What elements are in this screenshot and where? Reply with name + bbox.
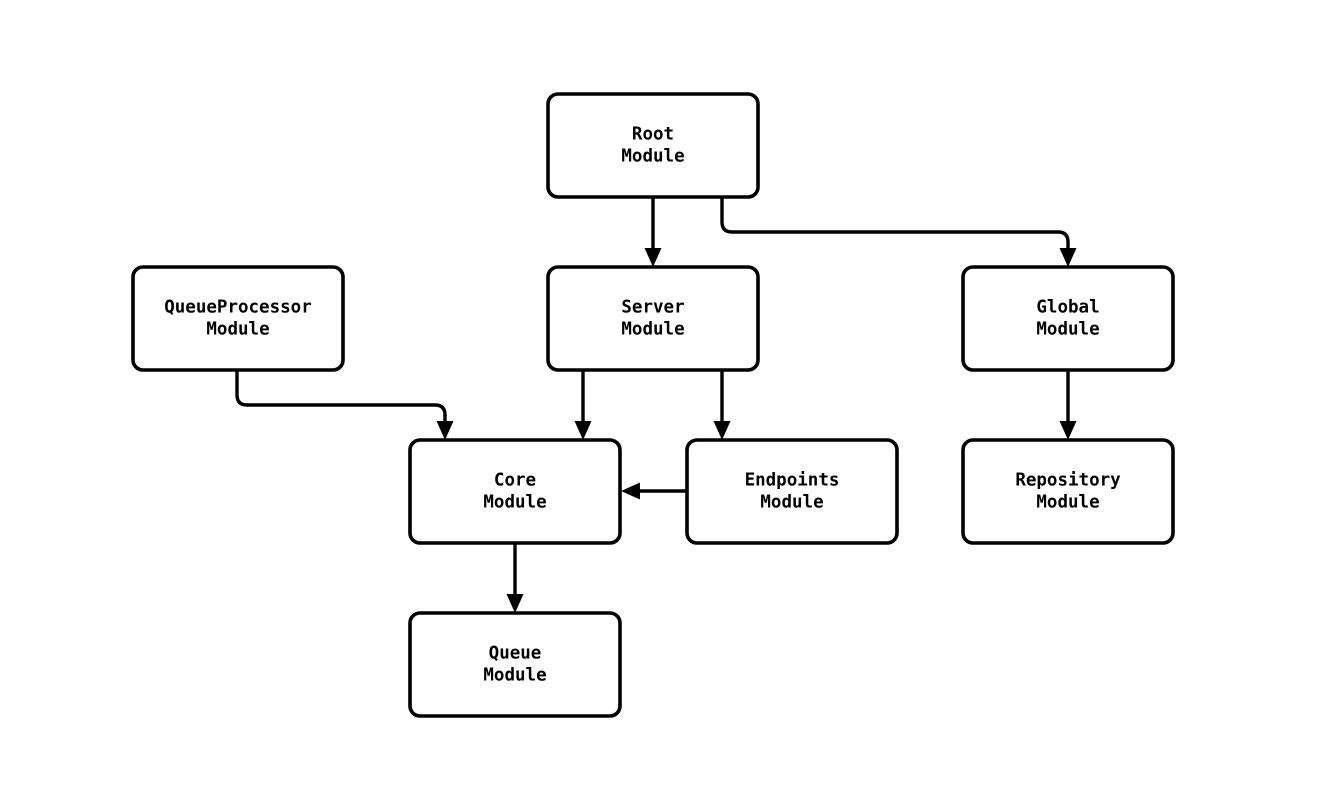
node-box-server[interactable]: [546, 265, 760, 372]
node-box-repository[interactable]: [961, 438, 1175, 545]
edge-queueprocessor-to-core: [235, 370, 454, 440]
edge-root-to-global: [720, 197, 1077, 267]
node-box-endpoints[interactable]: [685, 438, 899, 545]
node-label-line2-endpoints: Module: [760, 493, 823, 513]
node-box-global[interactable]: [961, 265, 1175, 372]
node-label-line1-queue: Queue: [489, 644, 542, 664]
arrowhead-core-to-queue: [506, 594, 524, 613]
arrowhead-endpoints-to-core: [621, 482, 640, 500]
edge-global-to-repository: [1059, 370, 1077, 440]
edge-root-to-server: [644, 197, 662, 267]
node-label-line1-core: Core: [494, 471, 536, 491]
node-label-line1-server: Server: [621, 298, 684, 318]
arrowhead-queueprocessor-to-core: [436, 421, 454, 440]
arrowhead-server-to-core: [574, 421, 592, 440]
node-label-line2-repository: Module: [1036, 493, 1099, 513]
edge-server-to-core: [574, 370, 592, 440]
edge-server-to-endpoints: [713, 370, 731, 440]
node-label-line2-core: Module: [483, 493, 546, 513]
edge-core-to-queue: [506, 543, 524, 613]
node-label-line1-queueprocessor: QueueProcessor: [164, 298, 312, 318]
edge-endpoints-to-core: [621, 482, 687, 500]
node-label-line2-root: Module: [621, 147, 684, 167]
arrowhead-global-to-repository: [1059, 421, 1077, 440]
node-label-line1-repository: Repository: [1015, 471, 1121, 491]
edge-line-root-to-global: [720, 197, 1070, 248]
node-label-line1-endpoints: Endpoints: [745, 471, 840, 491]
node-label-line2-queueprocessor: Module: [206, 320, 269, 340]
edges-layer: [235, 197, 1077, 613]
arrowhead-server-to-endpoints: [713, 421, 731, 440]
node-label-line1-root: Root: [632, 125, 674, 145]
node-label-line2-queue: Module: [483, 666, 546, 686]
node-box-queueprocessor[interactable]: [131, 265, 345, 372]
node-box-core[interactable]: [408, 438, 622, 545]
edge-line-queueprocessor-to-core: [235, 370, 447, 421]
nodes-layer: RootModuleQueueProcessorModuleServerModu…: [131, 92, 1175, 718]
arrowhead-root-to-server: [644, 248, 662, 267]
node-label-line1-global: Global: [1036, 298, 1099, 318]
arrowhead-root-to-global: [1059, 248, 1077, 267]
node-label-line2-server: Module: [621, 320, 684, 340]
node-box-queue[interactable]: [408, 611, 622, 718]
node-box-root[interactable]: [546, 92, 760, 199]
node-label-line2-global: Module: [1036, 320, 1099, 340]
